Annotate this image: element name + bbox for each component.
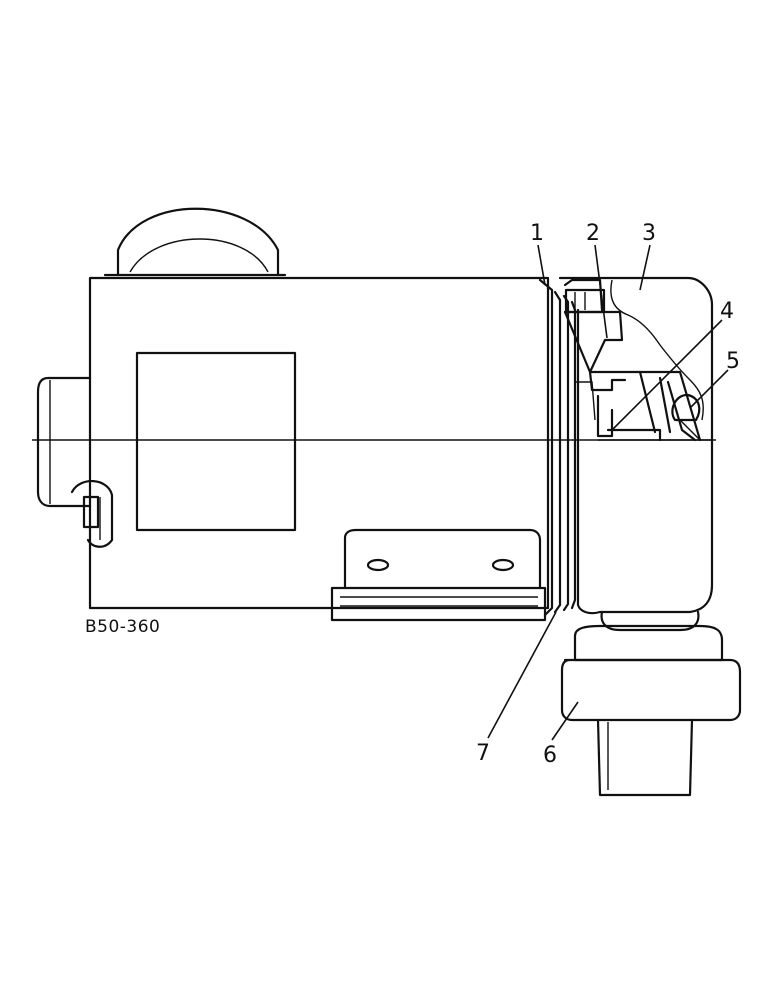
drawing-code: B50-360 xyxy=(85,617,160,637)
evacuator-valve xyxy=(671,393,701,441)
callout-7: 7 xyxy=(476,741,490,766)
callout-3: 3 xyxy=(642,221,656,246)
mounting-bracket xyxy=(330,528,547,622)
clamp-band xyxy=(538,278,577,617)
latch-clip xyxy=(70,480,114,548)
callout-2: 2 xyxy=(586,221,600,246)
filter-element xyxy=(563,278,702,442)
cleaner-cover xyxy=(558,276,714,615)
callout-5: 5 xyxy=(726,349,740,374)
callout-4: 4 xyxy=(720,299,734,324)
outlet-elbow xyxy=(560,610,742,797)
inlet-pipe xyxy=(36,376,92,508)
callout-6: 6 xyxy=(543,743,557,768)
inspection-panel xyxy=(135,351,297,532)
callout-1: 1 xyxy=(530,221,544,246)
housing-body xyxy=(88,276,550,610)
callout-leaders xyxy=(487,244,729,741)
top-mounting-dome xyxy=(103,207,287,277)
